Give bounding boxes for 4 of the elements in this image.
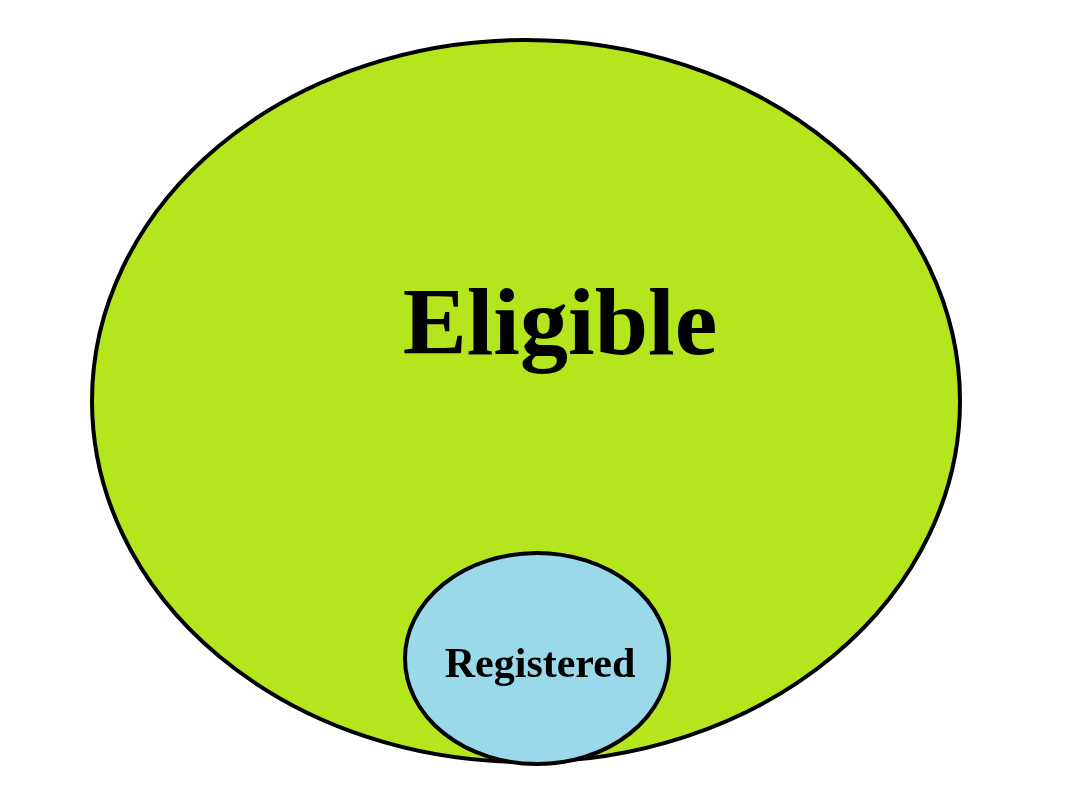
set-label: Eligible bbox=[402, 269, 718, 375]
outer-set-ellipse bbox=[90, 38, 962, 764]
set-label: Registered bbox=[444, 639, 636, 687]
inner-set-ellipse bbox=[403, 551, 671, 766]
